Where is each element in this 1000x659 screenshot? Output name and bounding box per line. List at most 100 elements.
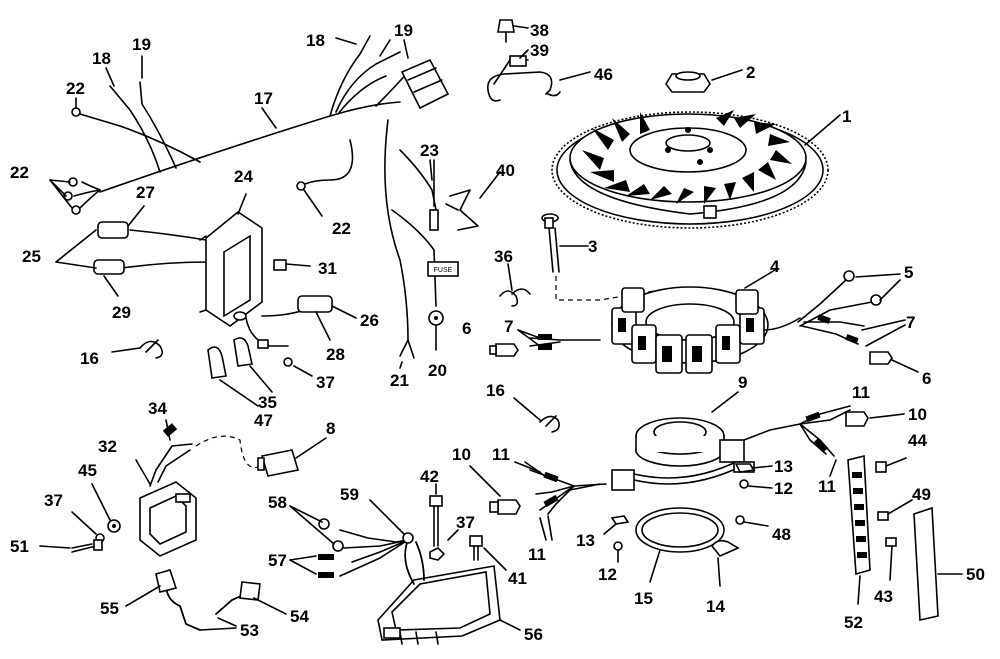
clip-16-left <box>111 339 164 359</box>
label-27: 27 <box>136 183 155 202</box>
label-31: 31 <box>318 259 337 278</box>
clip-16-right <box>513 397 560 433</box>
label-14: 14 <box>706 597 725 616</box>
power-pack <box>199 193 263 327</box>
label-44: 44 <box>908 431 927 450</box>
label-28: 28 <box>326 345 345 364</box>
label-20: 20 <box>428 361 447 380</box>
retaining-ring <box>635 507 725 583</box>
label-13-left: 13 <box>576 531 595 550</box>
label-24: 24 <box>234 167 253 186</box>
label-8: 8 <box>326 419 335 438</box>
label-16-left: 16 <box>80 349 99 368</box>
label-36: 36 <box>494 247 513 266</box>
label-49: 49 <box>912 485 931 504</box>
label-43: 43 <box>874 587 893 606</box>
sensor-leads-right <box>799 405 851 477</box>
label-21: 21 <box>390 371 409 390</box>
fuse-tag: FUSE <box>434 267 453 274</box>
flywheel-nut <box>665 69 743 93</box>
leader-lines <box>49 37 437 369</box>
label-35: 35 <box>258 393 277 412</box>
terminal-block <box>847 454 871 605</box>
timer-base <box>569 391 801 491</box>
pack-ground-lead <box>245 317 289 349</box>
bracket-46 <box>487 19 591 102</box>
label-7-right: 7 <box>906 313 915 332</box>
label-18-left: 18 <box>92 49 111 68</box>
label-1: 1 <box>842 107 851 126</box>
rectifier-screws <box>429 483 507 571</box>
label-18-top: 18 <box>306 31 325 50</box>
label-10-right: 10 <box>908 405 927 424</box>
label-22-mid: 22 <box>332 219 351 238</box>
label-11-right: 11 <box>818 477 836 496</box>
pack-leads <box>55 205 357 377</box>
screws-left <box>603 515 630 563</box>
label-57: 57 <box>268 551 287 570</box>
label-23: 23 <box>420 141 439 160</box>
label-45: 45 <box>78 461 97 480</box>
label-3: 3 <box>588 237 597 256</box>
part-labels: 1 2 3 4 5 6 6 7 7 8 9 10 10 11 11 11 11 … <box>10 21 985 644</box>
label-54: 54 <box>290 607 309 626</box>
label-19-left: 19 <box>132 35 151 54</box>
stator-leads-left <box>517 329 561 350</box>
rectifier-leads <box>289 499 425 585</box>
label-7-left: 7 <box>504 317 513 336</box>
flywheel <box>551 110 841 229</box>
label-59: 59 <box>340 485 359 504</box>
label-47: 47 <box>254 411 273 430</box>
label-22-left: 22 <box>10 163 29 182</box>
label-15: 15 <box>634 589 653 608</box>
label-51: 51 <box>10 537 29 556</box>
label-12-right: 12 <box>774 479 793 498</box>
label-6-left: 6 <box>462 319 471 338</box>
label-41: 41 <box>508 569 527 588</box>
sensor-leads-left <box>514 461 607 541</box>
label-38: 38 <box>530 21 549 40</box>
label-25: 25 <box>22 247 41 266</box>
label-11-left: 11 <box>492 445 510 464</box>
label-5: 5 <box>904 263 913 282</box>
rectifier <box>377 565 521 645</box>
ignition-coil <box>135 419 327 557</box>
connector-left <box>489 343 519 357</box>
coil-fasteners <box>39 483 121 553</box>
terminal-screw-44 <box>875 457 907 473</box>
clamps <box>207 337 273 407</box>
label-39: 39 <box>530 41 549 60</box>
label-10-left: 10 <box>452 445 471 464</box>
connector-right <box>869 351 919 373</box>
bracket-49 <box>877 499 913 521</box>
wiring-harness: FUSE <box>63 35 459 359</box>
stator-bolt <box>541 213 661 301</box>
label-58: 58 <box>268 493 287 512</box>
label-40: 40 <box>496 161 515 180</box>
label-16-right: 16 <box>486 381 505 400</box>
label-55: 55 <box>100 599 119 618</box>
label-56: 56 <box>524 625 543 644</box>
label-12-left: 12 <box>598 565 617 584</box>
clip <box>710 539 740 587</box>
label-50: 50 <box>966 565 985 584</box>
label-34: 34 <box>148 399 167 418</box>
spark-plug-boots <box>125 569 287 631</box>
label-52: 52 <box>844 613 863 632</box>
label-46: 46 <box>594 65 613 84</box>
sensor-connector-left <box>469 465 521 515</box>
stator-leads-right <box>797 270 906 347</box>
screw-43 <box>885 537 897 581</box>
label-19-top: 19 <box>394 21 413 40</box>
label-26: 26 <box>360 311 379 330</box>
label-2: 2 <box>746 63 755 82</box>
label-9: 9 <box>738 373 747 392</box>
label-22-top: 22 <box>66 79 85 98</box>
cover-panel-50 <box>913 506 963 621</box>
label-11-top-right: 11 <box>852 383 870 402</box>
label-29: 29 <box>112 303 131 322</box>
label-4: 4 <box>770 257 780 276</box>
label-11-bottom: 11 <box>528 545 546 564</box>
